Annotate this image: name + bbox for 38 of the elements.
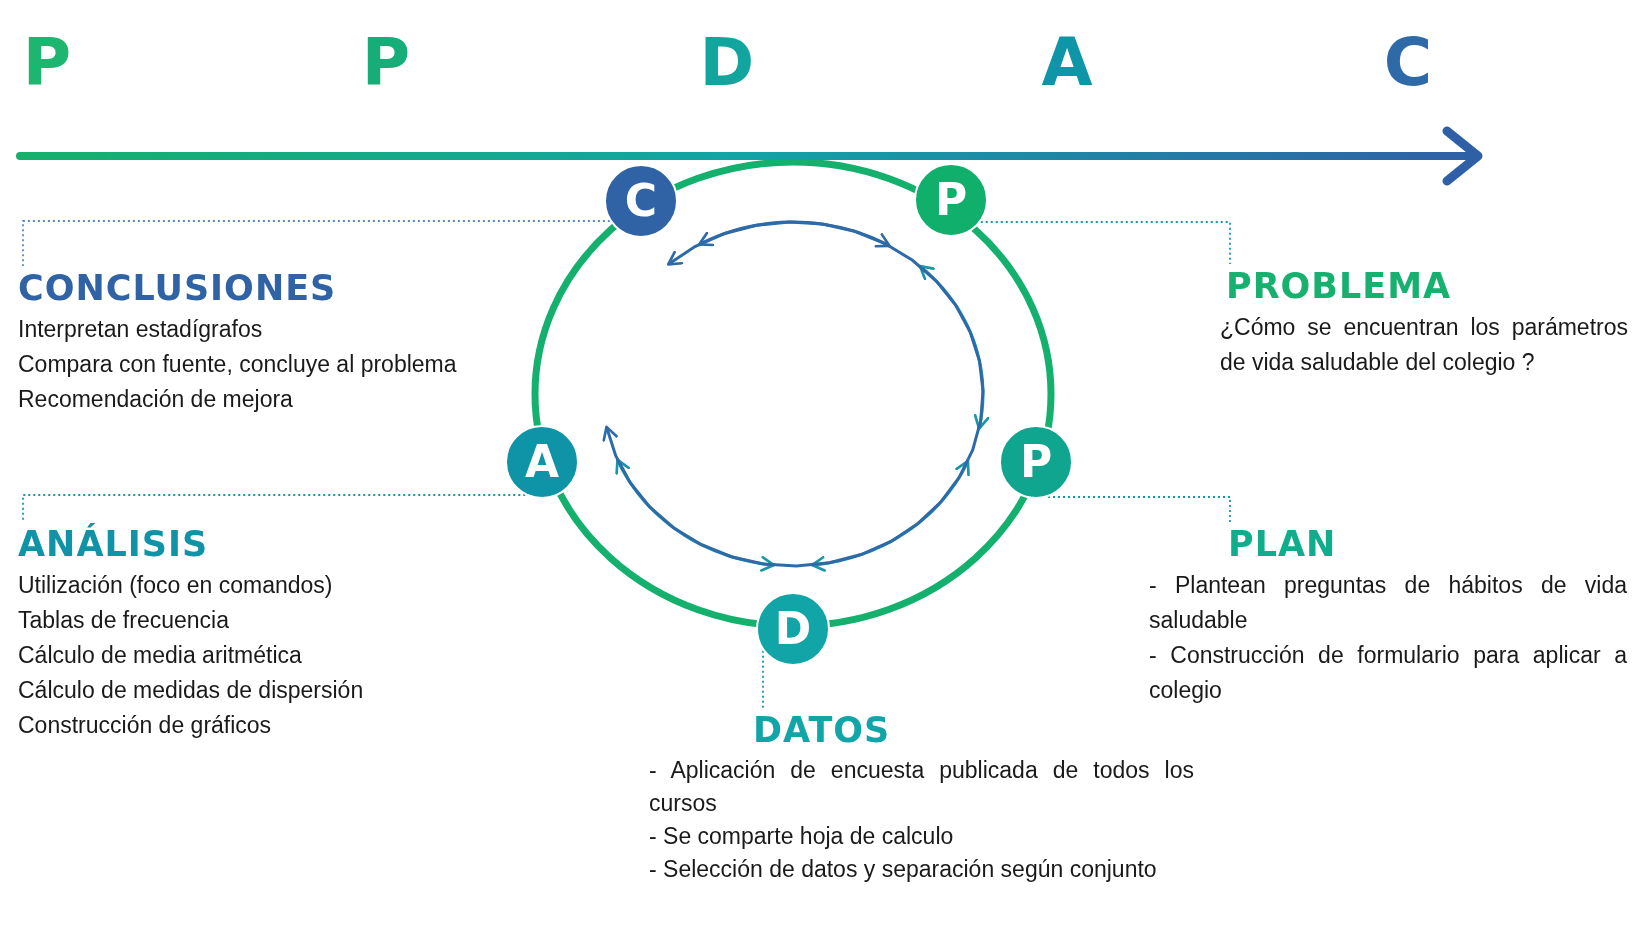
leader-line: [22, 220, 611, 267]
letter-badge: P: [914, 163, 988, 237]
list-item: - Plantean preguntas de hábitos de vida saludable: [1149, 571, 1627, 635]
section-heading: ANÁLISIS: [18, 522, 209, 566]
list-item: ¿Cómo se encuentran los parámetros de vida saludable del colegio ?: [1220, 313, 1628, 377]
list-item: Tablas de frecuencia: [18, 606, 230, 635]
list-item: Interpretan estadígrafos: [18, 315, 264, 344]
section-heading: PLAN: [1228, 523, 1337, 566]
letter-badge: A: [505, 425, 579, 499]
double-arrow: [615, 458, 776, 572]
leader-line: [979, 221, 1231, 265]
list-item: Cálculo de media aritmética: [18, 641, 303, 670]
phase-letter: P: [361, 24, 411, 102]
list-item: - Aplicación de encuesta publicada de todos los cursos: [649, 756, 1194, 818]
list-item: - Se comparte hoja de calculo: [649, 822, 955, 851]
section-heading: CONCLUSIONES: [18, 267, 337, 310]
list-item: Cálculo de medidas de dispersión: [18, 676, 365, 705]
double-arrow: [918, 264, 990, 430]
list-item: - Construcción de formulario para aplicar a colegio: [1149, 641, 1627, 705]
phase-letter: P: [22, 24, 72, 102]
letter-badge: D: [756, 592, 830, 666]
section-heading: PROBLEMA: [1226, 265, 1452, 308]
phase-letter: A: [1041, 24, 1093, 102]
list-item: Recomendación de mejora: [18, 385, 294, 414]
list-item: - Selección de datos y separación según conjunto: [649, 855, 1158, 884]
list-item: Construcción de gráficos: [18, 711, 273, 740]
double-arrow: [602, 220, 985, 568]
section-heading: DATOS: [753, 709, 891, 752]
list-item: Compara con fuente, concluye al problema: [18, 350, 458, 379]
phase-letter: D: [699, 24, 755, 102]
double-arrow: [697, 220, 891, 248]
list-item: Utilización (foco en comandos): [18, 571, 334, 600]
letter-badge: C: [604, 164, 678, 238]
phase-letter: C: [1383, 24, 1433, 102]
double-arrow: [810, 459, 970, 572]
leader-line: [22, 494, 527, 523]
leader-line: [762, 649, 764, 709]
letter-badge: P: [999, 425, 1073, 499]
